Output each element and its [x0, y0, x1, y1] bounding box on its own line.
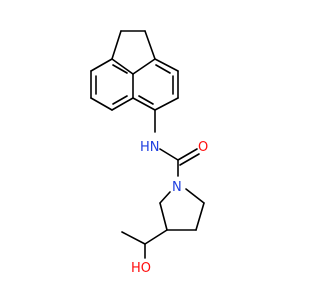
molecule-structure: HN O N HO: [90, 30, 208, 276]
bond: [144, 229, 168, 245]
bond: [177, 148, 198, 161]
bond: [90, 97, 113, 111]
bond: [159, 191, 171, 204]
hydroxyl-label: HO: [131, 261, 151, 276]
carbonyl-oxygen-label: O: [198, 140, 208, 155]
bond: [195, 202, 205, 231]
bond: [185, 188, 205, 204]
bond: [111, 97, 134, 111]
bond: [132, 97, 156, 111]
bond: [132, 58, 156, 75]
ring-nitrogen-label: N: [172, 180, 182, 195]
bond: [90, 58, 113, 72]
bond: [144, 30, 156, 60]
bond: [111, 58, 134, 75]
bond: [111, 30, 122, 60]
amide-n-label: N: [150, 140, 160, 155]
bond-inner: [155, 64, 171, 74]
bond: [179, 153, 200, 166]
bond-inner: [138, 95, 154, 105]
bond-inner: [112, 95, 128, 105]
bond: [159, 148, 179, 161]
bond-inner: [112, 64, 128, 74]
amide-n-label: H: [140, 140, 150, 155]
amide-nh-label: HN: [140, 140, 160, 155]
bond: [154, 58, 179, 72]
bond: [159, 202, 168, 231]
bond: [154, 97, 179, 111]
bond: [121, 231, 146, 245]
